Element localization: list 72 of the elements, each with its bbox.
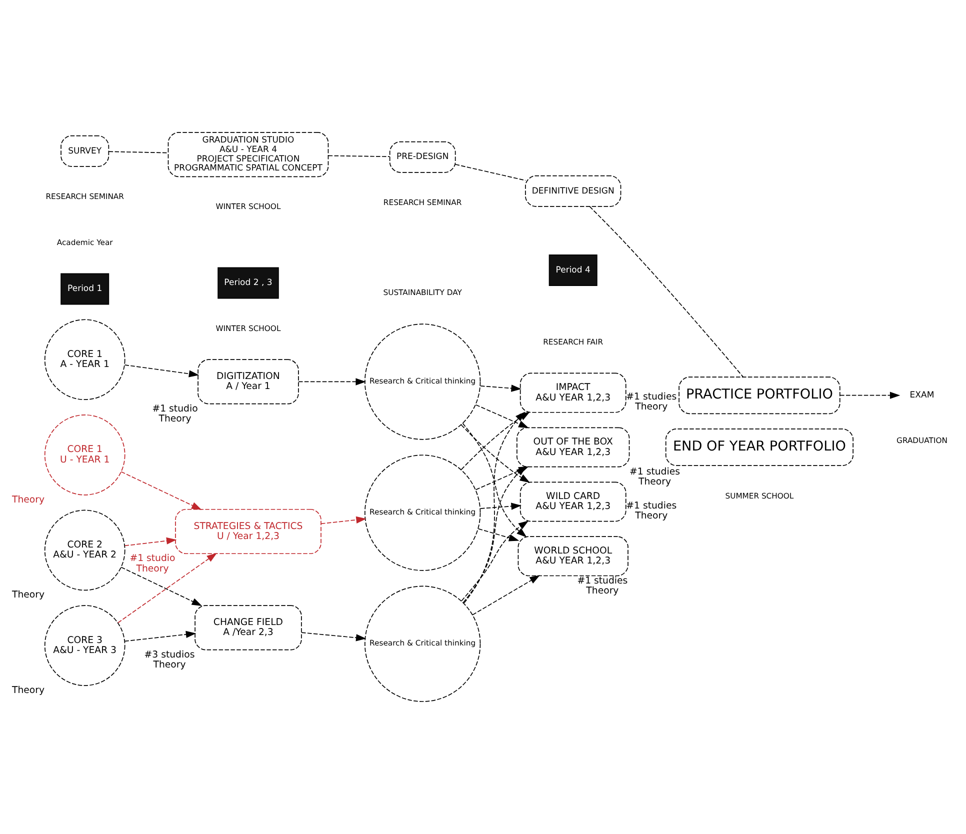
label: SUMMER SCHOOL [725, 491, 794, 500]
node-label: #1 studio [152, 403, 198, 414]
arrow [320, 516, 366, 524]
node-circle: Research & Critical thinking [364, 454, 481, 571]
node-label: Theory [12, 590, 45, 601]
connector [328, 155, 390, 158]
node-box: GRADUATION STUDIO A&U - YEAR 4 PROJECT SPECIFICATION PROGRAMMATIC SPATIAL CONCEPT [168, 132, 329, 178]
label: WINTER SCHOOL [216, 202, 281, 212]
arrow [480, 384, 522, 392]
node-label: Theory [586, 585, 619, 596]
node-box: OUT OF THE BOX A&U YEAR 1,2,3 [516, 427, 630, 468]
node-label: Theory [136, 563, 169, 574]
arrow [124, 630, 196, 642]
node-label: Theory [158, 414, 192, 425]
node-label: Theory [12, 494, 45, 506]
label: RESEARCH SEMINAR [46, 192, 124, 201]
node-box: DIGITIZATION A / Year 1 [198, 359, 299, 404]
label: RESEARCH SEMINAR [383, 198, 462, 207]
label: SUSTAINABILITY DAY [383, 288, 462, 298]
node-circle: CORE 1 U - YEAR 1 [44, 414, 126, 496]
node-label: #1 studies [577, 575, 628, 586]
node-box: PRACTICE PORTFOLIO [678, 376, 840, 414]
arrow [462, 466, 526, 604]
node-box: DEFINITIVE DESIGN [525, 175, 622, 207]
arrow [298, 378, 366, 386]
arrow [461, 520, 529, 602]
node-box: WILD CARD A&U YEAR 1,2,3 [520, 482, 626, 522]
arrow [462, 422, 527, 538]
arrow [301, 632, 366, 642]
connector [454, 164, 526, 181]
node-label: #1 studies [630, 466, 680, 478]
node-label: Theory [635, 402, 668, 413]
node-text: EXAM [910, 390, 934, 400]
connector [108, 151, 168, 154]
arrow [480, 502, 522, 510]
node-box: END OF YEAR PORTFOLIO [665, 428, 854, 466]
node-label: #3 studios [144, 649, 195, 660]
node-box: CHANGE FIELD A /Year 2,3 [194, 605, 302, 650]
node-circle: Research & Critical thinking [364, 586, 481, 702]
node-label: Theory [153, 659, 186, 670]
node-label: #1 studies [626, 500, 677, 512]
arrow [120, 471, 202, 510]
label: RESEARCH FAIR [543, 337, 604, 346]
node-box: IMPACT A&U YEAR 1,2,3 [520, 372, 626, 413]
label: Academic Year [56, 238, 113, 247]
node-circle: CORE 2 A&U - YEAR 2 [44, 510, 126, 591]
node-label: Theory [635, 510, 668, 522]
node-label: Theory [12, 685, 45, 696]
node-box: PRE-DESIGN [389, 141, 456, 173]
connector [589, 206, 744, 378]
label: WINTER SCHOOL [216, 324, 281, 333]
arrow [120, 566, 202, 606]
node-box: Period 4 [548, 254, 598, 286]
node-circle: CORE 3 A&U - YEAR 3 [44, 605, 126, 686]
node-box: WORLD SCHOOL A&U YEAR 1,2,3 [518, 536, 628, 576]
label: GRADUATION [896, 436, 948, 446]
node-box: Period 2 , 3 [218, 267, 279, 299]
arrow [472, 575, 540, 616]
arrow [118, 552, 217, 624]
arrow [124, 364, 200, 378]
arrow [840, 392, 900, 399]
node-box: SURVEY [60, 135, 110, 167]
node-label: Theory [638, 476, 672, 488]
node-circle: CORE 1 A - YEAR 1 [44, 319, 126, 400]
node-box: Period 1 [60, 273, 110, 305]
node-box: STRATEGIES & TACTICS U / Year 1,2,3 [175, 508, 322, 554]
node-label: #1 studies [626, 391, 677, 402]
arrow [478, 528, 520, 542]
node-circle: Research & Critical thinking [364, 324, 481, 440]
arrow [464, 412, 526, 604]
node-label: #1 studio [130, 553, 176, 564]
arrow [124, 537, 177, 546]
